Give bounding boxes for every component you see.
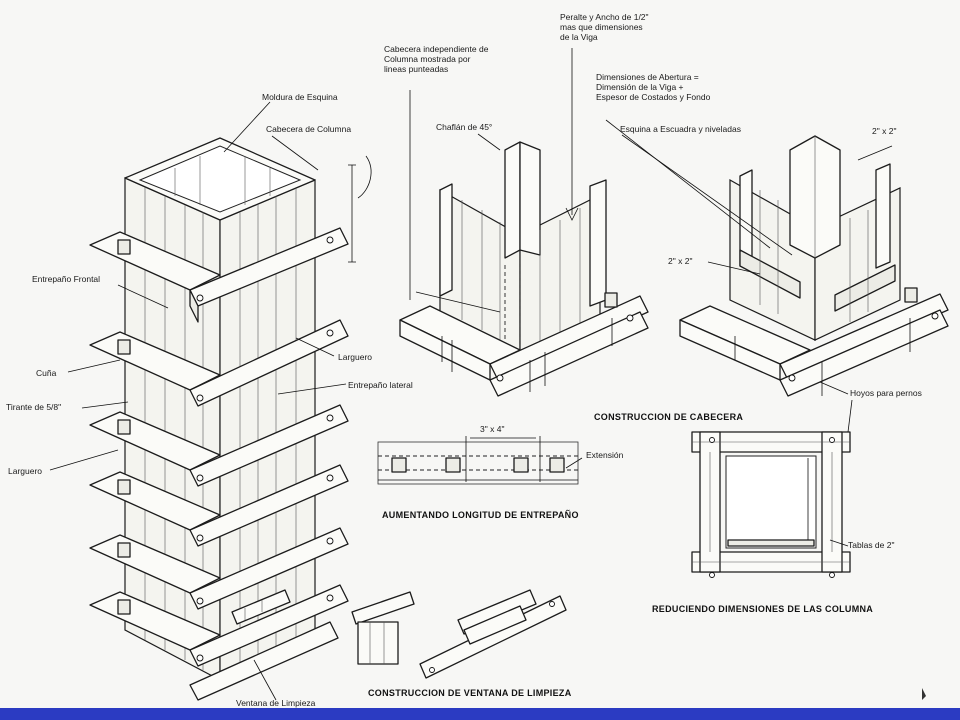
label-moldura: Moldura de Esquina bbox=[262, 92, 338, 102]
label-peralte-3: de la Viga bbox=[560, 32, 598, 42]
leader-ventana bbox=[253, 659, 277, 701]
cleanout-window bbox=[231, 589, 291, 625]
label-larguero-left: Larguero bbox=[8, 466, 42, 476]
leader-larguero-right bbox=[295, 337, 335, 357]
label-cabecera-indep-2: Columna mostrada por bbox=[384, 54, 471, 64]
leader-cabecera bbox=[271, 135, 319, 171]
label-peralte-1: Peralte y Ancho de 1/2" bbox=[560, 12, 649, 22]
label-entrepano-frontal: Entrepaño Frontal bbox=[32, 274, 100, 284]
cursor-mark bbox=[922, 688, 926, 700]
label-peralte-2: mas que dimensiones bbox=[560, 22, 643, 32]
column-head-assembly bbox=[399, 48, 649, 397]
leader-cuna bbox=[67, 359, 121, 373]
tall-column-formwork bbox=[49, 101, 372, 701]
column-yokes bbox=[89, 227, 349, 701]
label-ventana-limpieza: Ventana de Limpieza bbox=[236, 698, 316, 708]
label-tablas: Tablas de 2" bbox=[848, 540, 895, 550]
label-dim-1: Dimensiones de Abertura = bbox=[596, 72, 699, 82]
leader-larguero-left bbox=[49, 449, 119, 471]
label-cabecera-columna: Cabecera de Columna bbox=[266, 124, 351, 134]
label-2x2-left: 2" x 2" bbox=[668, 256, 692, 266]
label-hoyos: Hoyos para pernos bbox=[850, 388, 922, 398]
panel-extension-detail bbox=[377, 436, 583, 485]
leader-entrepano-frontal bbox=[117, 284, 169, 309]
label-larguero-right: Larguero bbox=[338, 352, 372, 362]
beam-pocket-head bbox=[605, 119, 949, 397]
leader-entrepano-lateral bbox=[277, 383, 347, 395]
label-cabecera-indep-3: lineas punteadas bbox=[384, 64, 448, 74]
label-chaflan: Chaflán de 45° bbox=[436, 122, 492, 132]
label-cuna: Cuña bbox=[36, 368, 57, 378]
label-entrepano-lateral: Entrepaño lateral bbox=[348, 380, 413, 390]
leader-moldura bbox=[223, 101, 271, 153]
label-2x2-top: 2" x 2" bbox=[872, 126, 896, 136]
label-3x4: 3" x 4" bbox=[480, 424, 504, 434]
column-top-opening bbox=[138, 145, 302, 213]
label-esquina: Esquina a Escuadra y niveladas bbox=[620, 124, 741, 134]
footer-color-bar bbox=[0, 708, 960, 720]
caption-reduciendo: REDUCIENDO DIMENSIONES DE LAS COLUMNA bbox=[652, 604, 873, 614]
caption-ventana: CONSTRUCCION DE VENTANA DE LIMPIEZA bbox=[368, 688, 572, 698]
reducing-column-frame bbox=[691, 399, 853, 578]
label-cabecera-indep-1: Cabecera independiente de bbox=[384, 44, 489, 54]
caption-construccion-cabecera: CONSTRUCCION DE CABECERA bbox=[594, 412, 743, 422]
caption-aumentando: AUMENTANDO LONGITUD DE ENTREPAÑO bbox=[382, 510, 579, 520]
leader-tirante bbox=[81, 401, 129, 409]
label-extension: Extensión bbox=[586, 450, 624, 460]
label-tirante: Tirante de 5/8" bbox=[6, 402, 61, 412]
label-dim-2: Dimensión de la Viga + bbox=[596, 82, 684, 92]
label-dim-3: Espesor de Costados y Fondo bbox=[596, 92, 711, 102]
cleanout-window-construction bbox=[351, 589, 567, 679]
